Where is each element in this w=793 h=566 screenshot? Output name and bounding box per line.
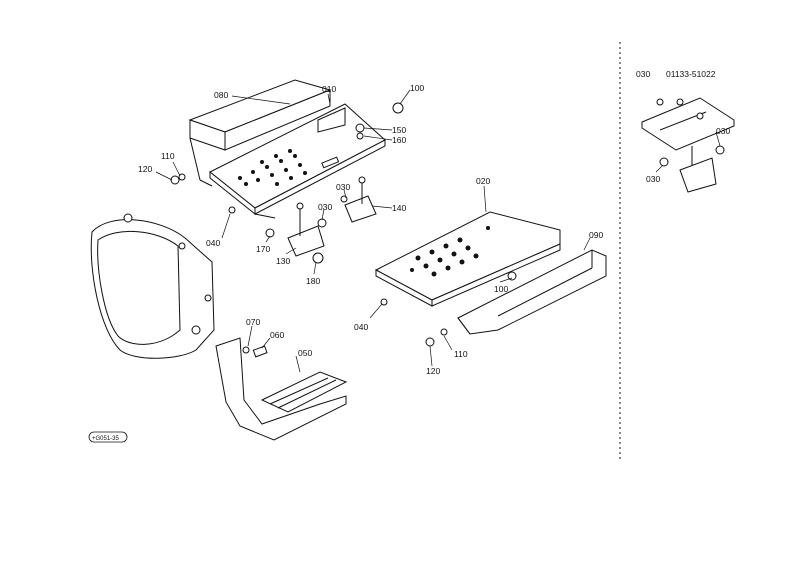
hardware-top <box>170 102 404 214</box>
inset-callout-030-left: 030 <box>646 174 660 184</box>
callout-100-right: 100 <box>494 284 508 294</box>
callout-010: 010 <box>322 84 336 94</box>
callout-060: 060 <box>270 330 284 340</box>
callout-180: 180 <box>306 276 320 286</box>
callout-050: 050 <box>298 348 312 358</box>
callout-150: 150 <box>392 125 406 135</box>
callout-040-left: 040 <box>206 238 220 248</box>
part-080-rail <box>188 79 332 187</box>
callout-120-left: 120 <box>138 164 152 174</box>
bracket-130 <box>265 202 327 264</box>
inset-detail <box>641 97 735 193</box>
callout-170: 170 <box>256 244 270 254</box>
callout-090: 090 <box>589 230 603 240</box>
callout-100-top: 100 <box>410 83 424 93</box>
callout-140: 140 <box>392 203 406 213</box>
leader-lines <box>155 89 721 373</box>
callout-030-upper: 030 <box>336 182 350 192</box>
inset-title-code: 030 <box>636 69 650 79</box>
inset-title-part: 01133-51022 <box>666 69 716 79</box>
callout-040-right: 040 <box>354 322 368 332</box>
part-010-plate <box>209 103 386 219</box>
transmission-housing <box>90 213 215 359</box>
callout-080: 080 <box>214 90 228 100</box>
bracket-140 <box>340 176 377 223</box>
callout-130: 130 <box>276 256 290 266</box>
part-050-step <box>215 337 348 441</box>
inset-callout-030-right: 030 <box>716 126 730 136</box>
part-090-rail <box>380 249 607 347</box>
stamp-text: +G051-35 <box>92 436 120 442</box>
callout-160: 160 <box>392 135 406 145</box>
callout-110-left: 110 <box>161 151 175 161</box>
callout-120-right: 120 <box>426 366 440 376</box>
drawing-stamp: +G051-35 <box>88 431 128 443</box>
part-020-plate <box>374 211 561 307</box>
callout-030-lower: 030 <box>318 202 332 212</box>
callout-110-right: 110 <box>454 349 468 359</box>
callout-020: 020 <box>476 176 490 186</box>
callout-070: 070 <box>246 317 260 327</box>
